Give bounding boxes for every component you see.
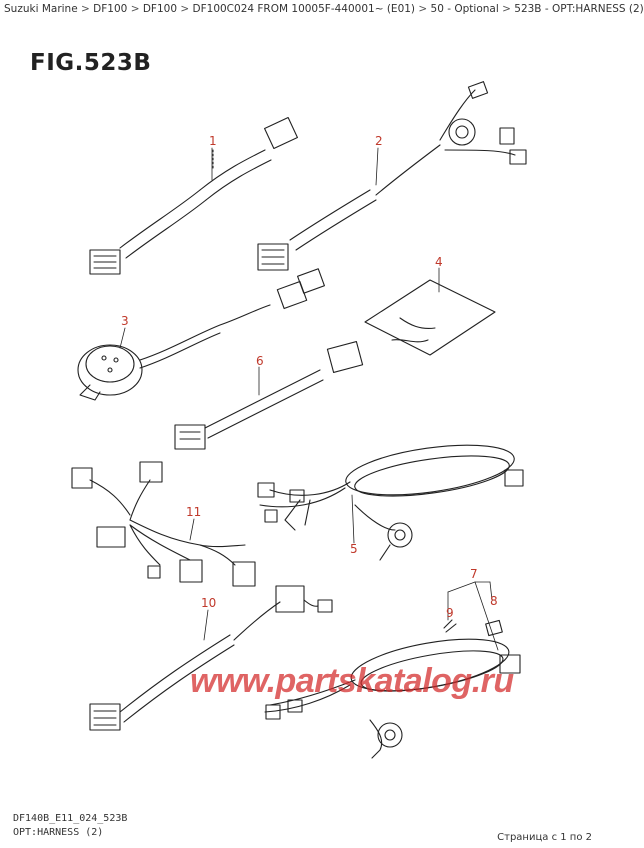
breadcrumb-separator: > [81, 3, 90, 15]
callout-3[interactable]: 3 [121, 314, 129, 328]
watermark: www.partskatalog.ru [190, 662, 514, 700]
breadcrumb-separator: > [418, 3, 428, 15]
part-3-buzzer[interactable] [77, 268, 325, 401]
figure-title: FIG.523B [30, 50, 152, 76]
leader-lines [119, 147, 499, 651]
callout-2[interactable]: 2 [375, 134, 383, 148]
part-1-harness[interactable] [89, 116, 298, 275]
breadcrumb-link-df100-b[interactable]: DF100 [142, 3, 178, 15]
part-2-harness[interactable] [257, 81, 527, 271]
page-counter: Страница с 1 по 2 [497, 832, 592, 843]
part-10-harness[interactable] [89, 585, 333, 731]
diagram-subtitle: OPT:HARNESS (2) [13, 827, 104, 838]
part-9-screw[interactable] [443, 619, 457, 633]
part-5-harness[interactable] [257, 436, 524, 561]
breadcrumb-link-optional[interactable]: 50 - Optional [430, 3, 499, 15]
part-4-bag[interactable] [364, 279, 496, 356]
callout-6[interactable]: 6 [256, 354, 264, 368]
breadcrumb-link-df100-a[interactable]: DF100 [93, 3, 128, 15]
breadcrumb-separator: > [180, 3, 190, 15]
callout-9[interactable]: 9 [446, 606, 454, 620]
breadcrumb-separator: > [502, 3, 511, 15]
callout-10[interactable]: 10 [201, 596, 216, 610]
breadcrumb-link-model-range[interactable]: DF100C024 FROM 10005F-440001~ (E01) [192, 3, 416, 15]
breadcrumb-separator: > [130, 3, 140, 15]
callout-8[interactable]: 8 [490, 594, 498, 608]
breadcrumb-link-suzuki-marine[interactable]: Suzuki Marine [4, 3, 78, 15]
diagram-code: DF140B_E11_024_523B [13, 813, 128, 824]
parts-diagram: 1 2 3 4 5 6 7 8 9 10 11 [71, 81, 527, 759]
breadcrumb-current: 523B - OPT:HARNESS (2) [514, 3, 644, 15]
breadcrumb: Suzuki Marine > DF100 > DF100 > DF100C02… [4, 3, 644, 15]
part-6-harness[interactable] [174, 340, 364, 450]
part-7-harness[interactable] [264, 629, 521, 759]
part-11-harness[interactable] [71, 461, 256, 587]
callout-4[interactable]: 4 [435, 255, 443, 269]
callout-11[interactable]: 11 [186, 505, 201, 519]
callout-numbers: 1 2 3 4 5 6 7 8 9 10 11 [121, 134, 498, 620]
callout-1[interactable]: 1 [209, 134, 217, 148]
part-8-cap[interactable] [485, 619, 503, 637]
callout-7[interactable]: 7 [470, 567, 478, 581]
callout-5[interactable]: 5 [350, 542, 358, 556]
